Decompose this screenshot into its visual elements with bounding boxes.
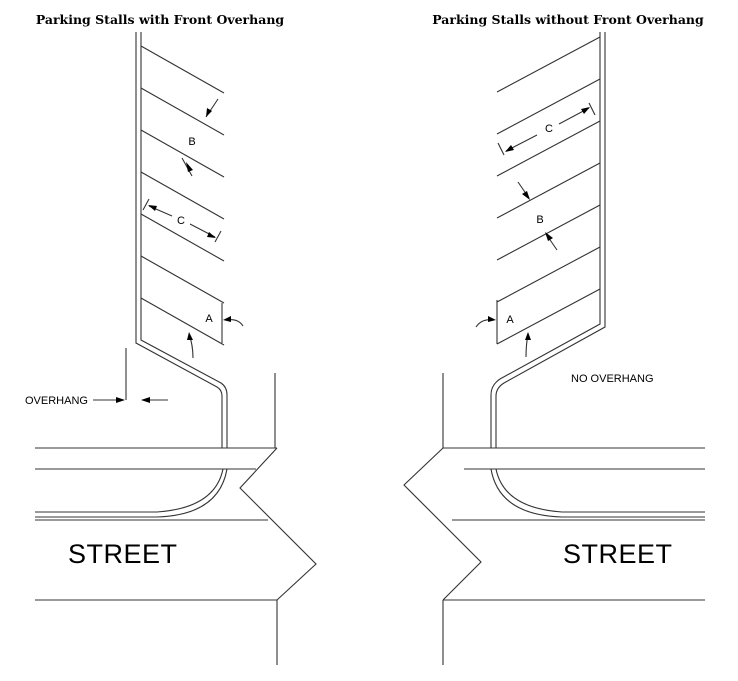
left-angle-a: A (187, 313, 244, 359)
left-street: STREET (35, 373, 317, 665)
left-curb-outer (135, 32, 223, 448)
left-dimension-b: B (181, 98, 219, 177)
right-curb-inner (490, 32, 601, 448)
left-overhang-dimension: OVERHANG (25, 395, 168, 407)
left-panel-title: Parking Stalls with Front Overhang (36, 12, 285, 27)
right-panel-title: Parking Stalls without Front Overhang (432, 12, 704, 27)
left-curb-inner (140, 32, 228, 448)
right-no-overhang-label: NO OVERHANG (571, 373, 654, 385)
left-label-c: C (177, 215, 185, 227)
right-dimension-b: B (517, 181, 558, 251)
left-stall-lines (140, 45, 225, 346)
left-street-label: STREET (68, 539, 178, 569)
left-overhang-label: OVERHANG (25, 395, 88, 407)
right-angle-a: A (475, 314, 531, 358)
left-label-a: A (205, 313, 213, 325)
right-street: STREET (403, 373, 705, 665)
right-street-label: STREET (563, 539, 673, 569)
right-stall-lines (496, 36, 601, 345)
right-label-a: A (506, 314, 514, 326)
right-panel: C B A NO OVERHANG (403, 32, 705, 665)
right-label-c: C (545, 123, 553, 135)
left-panel: B C A OVERHANG (25, 32, 317, 665)
left-label-b: B (188, 136, 195, 148)
right-curb-outer (495, 32, 606, 448)
left-dimension-c: C (142, 198, 222, 243)
right-dimension-c: C (497, 102, 596, 156)
right-label-b: B (536, 214, 543, 226)
